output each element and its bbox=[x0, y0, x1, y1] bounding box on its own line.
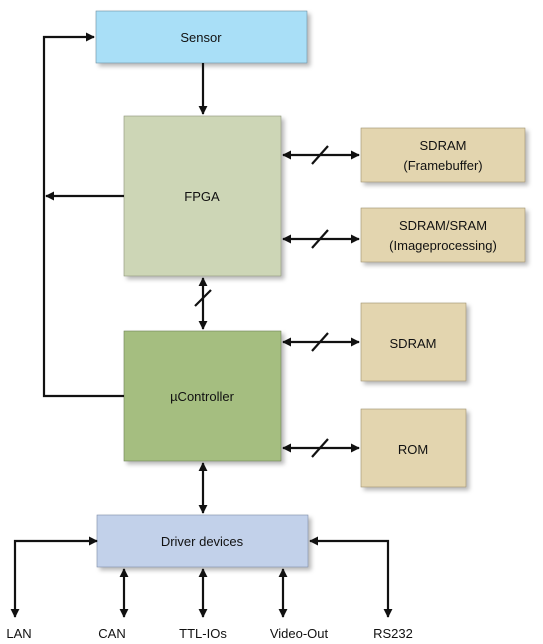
sensor-block: Sensor bbox=[95, 10, 308, 64]
sdram-sram-line1: SDRAM/SRAM bbox=[399, 218, 487, 233]
rom-box bbox=[360, 408, 467, 488]
arrow-controller-feedback-sensor bbox=[42, 32, 124, 398]
sensor-box bbox=[95, 10, 308, 64]
fpga-box bbox=[123, 115, 282, 277]
sdram-framebuffer-line1: SDRAM bbox=[420, 138, 467, 153]
arrow-driver-lan bbox=[10, 536, 98, 618]
bus-slash-fb bbox=[311, 145, 329, 165]
port-label-lan: LAN bbox=[6, 626, 31, 641]
sdram-sram-box bbox=[360, 207, 526, 263]
fpga-label: FPGA bbox=[184, 189, 220, 204]
controller-box bbox=[123, 330, 282, 462]
port-label-video: Video-Out bbox=[270, 626, 329, 641]
driver-label: Driver devices bbox=[161, 534, 244, 549]
sdram-label: SDRAM bbox=[390, 336, 437, 351]
connectors bbox=[10, 32, 393, 618]
sdram-block: SDRAM bbox=[360, 302, 467, 382]
rom-block: ROM bbox=[360, 408, 467, 488]
fpga-block: FPGA bbox=[123, 115, 282, 277]
sdram-framebuffer-line2: (Framebuffer) bbox=[403, 158, 482, 173]
bus-slash-sram bbox=[311, 229, 329, 249]
sdram-sram-block: SDRAM/SRAM (Imageprocessing) bbox=[360, 207, 526, 263]
bus-slash-fpga-controller bbox=[194, 289, 212, 307]
arrow-driver-rs232 bbox=[309, 536, 393, 618]
port-label-can: CAN bbox=[98, 626, 125, 641]
controller-label: µController bbox=[170, 389, 235, 404]
sdram-framebuffer-block: SDRAM (Framebuffer) bbox=[360, 127, 526, 183]
port-label-ttl: TTL-IOs bbox=[179, 626, 227, 641]
controller-block: µController bbox=[123, 330, 282, 462]
sdram-framebuffer-box bbox=[360, 127, 526, 183]
sdram-sram-line2: (Imageprocessing) bbox=[389, 238, 497, 253]
rom-label: ROM bbox=[398, 442, 428, 457]
port-label-rs232: RS232 bbox=[373, 626, 413, 641]
bus-slash-sdram bbox=[311, 332, 329, 352]
sensor-label: Sensor bbox=[180, 30, 222, 45]
bus-slash-rom bbox=[311, 438, 329, 458]
driver-box bbox=[96, 514, 309, 568]
sdram-box bbox=[360, 302, 467, 382]
driver-block: Driver devices bbox=[96, 514, 309, 568]
